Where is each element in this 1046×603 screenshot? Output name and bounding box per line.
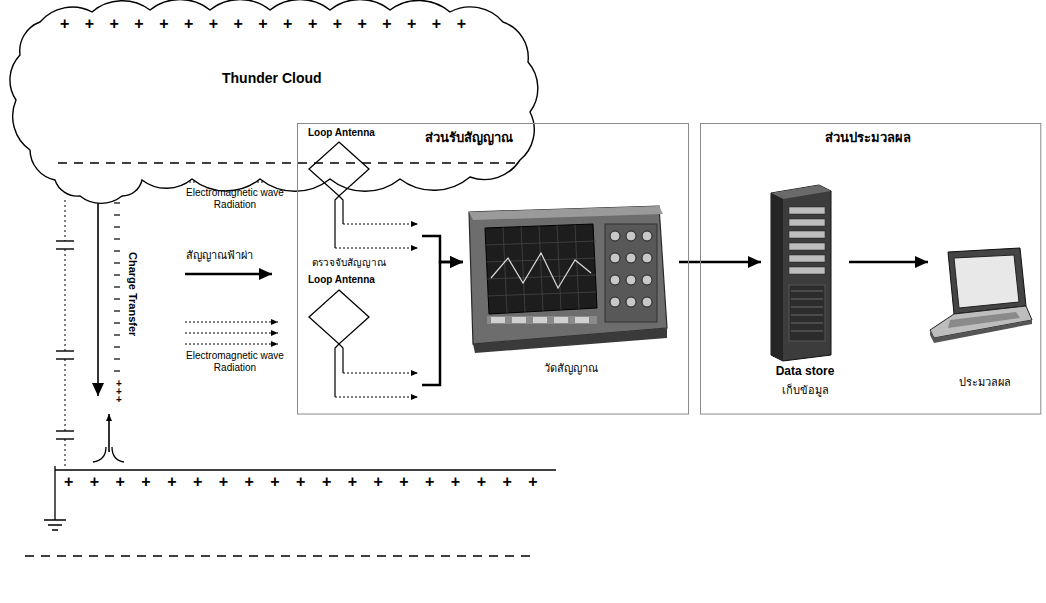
annotation-label: Electromagnetic wave Radiation — [178, 350, 292, 373]
cloud-outline — [10, 0, 538, 203]
node-label: Data store — [761, 365, 849, 379]
section-frame — [701, 124, 1041, 415]
signal-flow-arrow — [422, 236, 463, 262]
data-store-server-picture — [771, 185, 831, 361]
node-caption: เก็บข้อมูล — [761, 384, 849, 397]
node-shape — [302, 273, 422, 408]
node-label: วัดสัญญาณ — [463, 362, 679, 375]
node-shape — [928, 248, 1041, 398]
node-label: + + + + + + + + + + + + + + + + + — [60, 15, 466, 33]
ground — [25, 466, 556, 556]
signal-flow-arrow — [849, 261, 928, 264]
node-label: Loop Antenna — [308, 274, 375, 286]
node-label: ประมวลผล — [928, 376, 1041, 389]
charge-signs: + + + — [116, 380, 125, 404]
section-frame — [298, 124, 689, 415]
annotation-label: สัญญาณฟ้าผ่า — [186, 249, 253, 262]
node-shape — [463, 198, 679, 383]
node-label: ส่วนประมวลผล — [825, 131, 911, 146]
annotation-label: Electromagnetic wave Radiation — [178, 187, 292, 210]
component-node: ประมวลผล — [928, 248, 1041, 398]
node-label: Loop Antenna — [308, 127, 375, 139]
node-label: ส่วนรับสัญญาณ — [425, 131, 513, 146]
oscilloscope-picture — [469, 206, 667, 353]
lightning-signal-arrow — [185, 273, 272, 276]
node-caption: ตรวจจับสัญญาณ — [312, 257, 386, 269]
annotation-label: Charge Transfer — [126, 252, 139, 336]
component-node: Loop Antenna ตรวจจับสัญญาณ — [302, 126, 422, 276]
stray-capacitance — [56, 200, 74, 468]
component-node: Loop Antenna — [302, 273, 422, 408]
component-node: Data store เก็บข้อมูล — [761, 185, 849, 405]
laptop-picture — [930, 248, 1032, 343]
charge-channel — [84, 183, 124, 462]
component-node: วัดสัญญาณ — [463, 198, 679, 383]
charge-signs: + + + + + + + + + + + + + + + + + + + — [64, 473, 538, 491]
section-box: ส่วนรับสัญญาณLoop AntennaตรวจจับสัญญาณLo… — [297, 123, 690, 415]
negative-charge-marks — [114, 203, 120, 371]
thunder-cloud: + + + + + + + + + + + + + + + + + Thunder… — [0, 0, 540, 202]
loop-antenna-symbol — [309, 142, 418, 248]
negative-charge-layer — [58, 162, 522, 163]
signal-flow-arrow — [422, 262, 463, 385]
node-shape — [302, 126, 422, 276]
node-caption: Thunder Cloud — [222, 70, 322, 86]
section-box: ส่วนประมวลผล Data store เก็บข้อมูล ประมวลผล — [700, 123, 1042, 415]
loop-antenna-symbol — [309, 290, 418, 397]
signal-flow-arrow — [679, 261, 761, 264]
